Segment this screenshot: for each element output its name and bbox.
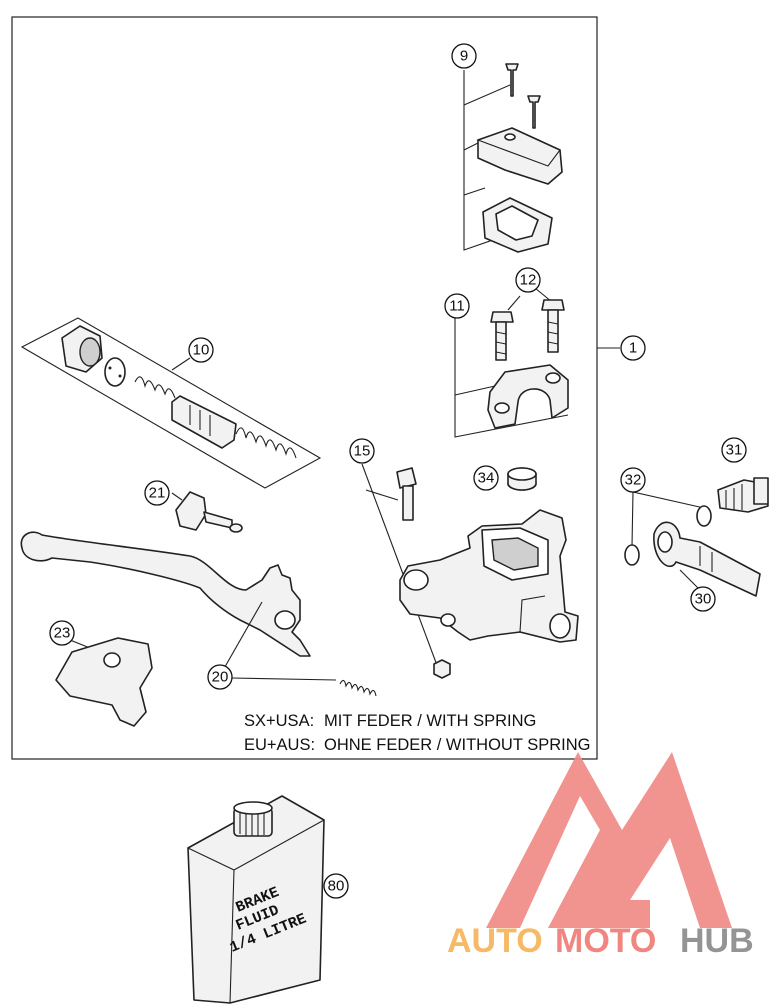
master-cylinder-body: [399, 509, 579, 643]
note-without-spring-variant: EU+AUS:: [244, 736, 315, 754]
callout-21: 21: [144, 480, 170, 506]
brake-lever-group: [20, 531, 377, 697]
callout-1: 1: [620, 335, 646, 361]
callout-20: 20: [207, 664, 233, 690]
adjuster-group: [171, 491, 243, 533]
svg-text:20: 20: [212, 669, 229, 686]
piston-kit-group: [20, 317, 322, 489]
pivot-pin-group: [361, 463, 451, 679]
note-with-spring-text: MIT FEDER / WITH SPRING: [324, 712, 536, 730]
callout-80: 80: [323, 873, 349, 899]
svg-text:1: 1: [629, 340, 637, 357]
svg-text:11: 11: [449, 298, 465, 315]
callout-31: 31: [721, 437, 747, 463]
logo-text-moto: MOTO: [555, 922, 656, 960]
callout-23: 23: [49, 620, 75, 646]
svg-text:34: 34: [478, 470, 495, 487]
svg-text:9: 9: [460, 48, 468, 65]
clamp-group: [454, 287, 569, 438]
logo-mark: [486, 752, 732, 928]
banjo-fitting: [653, 521, 761, 597]
washer-1: [696, 505, 712, 527]
svg-text:21: 21: [149, 485, 166, 502]
svg-text:30: 30: [695, 591, 712, 608]
lever-guard-group: [55, 637, 153, 727]
logo-text-auto: AUTO: [447, 922, 543, 960]
assembly-frame: [11, 16, 598, 760]
brake-fluid-bottle: BRAKE FLUID 1/4 LITRE: [187, 795, 325, 1004]
pivot-nut: [433, 659, 451, 679]
note-with-spring-variant: SX+USA:: [244, 712, 314, 730]
callout-10: 10: [188, 337, 214, 363]
automotohub-logo: AUTO MOTO HUB: [447, 752, 754, 960]
svg-text:12: 12: [520, 272, 537, 289]
note-without-spring-text: OHNE FEDER / WITHOUT SPRING: [324, 736, 590, 754]
lever-spring: [339, 679, 377, 697]
piston: [171, 395, 237, 449]
reservoir-cover-group: [463, 63, 563, 253]
pivot-bolt: [396, 467, 417, 489]
washer-2: [624, 544, 640, 566]
svg-text:23: 23: [54, 625, 71, 642]
callout-15: 15: [349, 438, 375, 464]
reservoir-insert: [507, 467, 537, 491]
callout-32: 32: [620, 467, 646, 493]
brake-line-group: [624, 477, 769, 597]
logo-text-hub: HUB: [680, 922, 754, 960]
svg-text:32: 32: [625, 472, 642, 489]
svg-text:15: 15: [354, 443, 371, 460]
callout-30: 30: [690, 586, 716, 612]
adjuster-knob: [175, 491, 207, 531]
brake-lever: [20, 531, 311, 657]
callout-12: 12: [515, 267, 541, 293]
callout-11: 11: [444, 293, 470, 319]
callout-9: 9: [451, 43, 477, 69]
callout-34: 34: [473, 465, 499, 491]
lever-guard: [55, 637, 153, 727]
svg-text:80: 80: [328, 878, 345, 895]
svg-text:10: 10: [193, 342, 210, 359]
svg-text:31: 31: [726, 442, 743, 459]
